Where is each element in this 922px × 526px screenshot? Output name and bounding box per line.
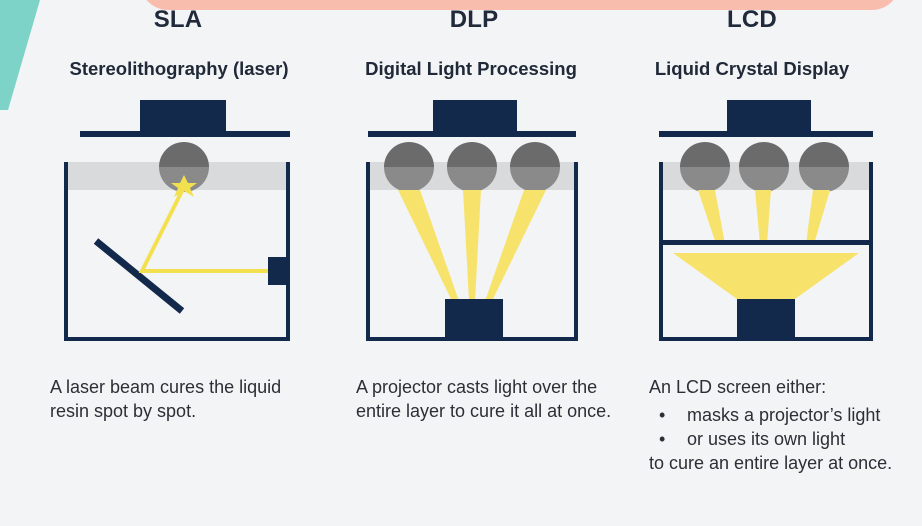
dlp-light-beam-center: [463, 190, 481, 301]
lens-icon: [680, 142, 730, 167]
lens-lower-half: [384, 167, 434, 192]
sla-laser-beam: [138, 186, 268, 273]
dlp-subtitle: Digital Light Processing: [365, 58, 577, 79]
sla-description-block: A laser beam cures the liquid resin spot…: [50, 375, 310, 423]
lens-icon: [384, 142, 434, 167]
lcd-bullet-list: • masks a projector’s light • or uses it…: [649, 403, 919, 451]
lcd-description-intro: An LCD screen either:: [649, 377, 827, 397]
projector-icon: [737, 299, 795, 339]
dlp-build-plate: [368, 131, 576, 137]
lcd-light-beam-left: [698, 190, 725, 244]
teal-corner-accent: [0, 0, 40, 110]
sla-subtitle: Stereolithography (laser): [69, 58, 289, 79]
lens-lower-half: [510, 167, 560, 192]
dlp-description: A projector casts light over the entire …: [356, 377, 612, 421]
dlp-description-block: A projector casts light over the entire …: [356, 375, 616, 423]
laser-emitter-icon: [268, 257, 286, 285]
lens-icon: [739, 142, 789, 167]
lens-lower-half: [799, 167, 849, 192]
dlp-title: DLP: [449, 6, 499, 33]
star-burst-icon: [171, 175, 197, 197]
lcd-build-plate-arm: [727, 100, 811, 136]
lcd-light-spread: [673, 253, 859, 299]
lcd-build-plate: [659, 131, 873, 137]
lcd-title: LCD: [727, 6, 777, 33]
lens-icon: [159, 142, 209, 167]
dlp-light-beam-left: [398, 190, 459, 301]
top-peach-band: [140, 0, 900, 10]
dlp-build-plate-arm: [433, 100, 517, 136]
lcd-bullet-text: masks a projector’s light: [687, 405, 881, 425]
sla-build-plate: [80, 131, 290, 137]
projector-icon: [445, 299, 503, 339]
sla-diagram: [64, 100, 290, 341]
lens-lower-half: [680, 167, 730, 192]
list-item: • masks a projector’s light: [649, 403, 919, 427]
lens-icon: [510, 142, 560, 167]
bullet-dot: •: [659, 405, 666, 425]
lens-lower-half: [447, 167, 497, 192]
mirror-icon: [93, 238, 185, 314]
lcd-diagram: [659, 100, 873, 341]
dlp-light-beam-right: [485, 190, 546, 301]
lcd-light-beam-center: [755, 190, 771, 244]
lens-icon: [447, 142, 497, 167]
lcd-description-outro: to cure an entire layer at once.: [649, 453, 893, 473]
bullet-dot: •: [659, 429, 666, 449]
sla-tank: [64, 162, 290, 341]
lens-lower-half: [739, 167, 789, 192]
sla-description: A laser beam cures the liquid resin spot…: [50, 377, 282, 421]
lcd-subtitle: Liquid Crystal Display: [654, 58, 850, 79]
sla-build-plate-arm: [140, 100, 226, 136]
lcd-screen: [661, 240, 871, 245]
lcd-light-beam-right: [806, 190, 830, 244]
list-item: • or uses its own light: [649, 427, 919, 451]
sla-title: SLA: [153, 6, 203, 33]
lens-icon: [799, 142, 849, 167]
dlp-diagram: [366, 100, 578, 341]
lcd-description-block: An LCD screen either: • masks a projecto…: [649, 375, 919, 475]
lcd-bullet-text: or uses its own light: [687, 429, 846, 449]
